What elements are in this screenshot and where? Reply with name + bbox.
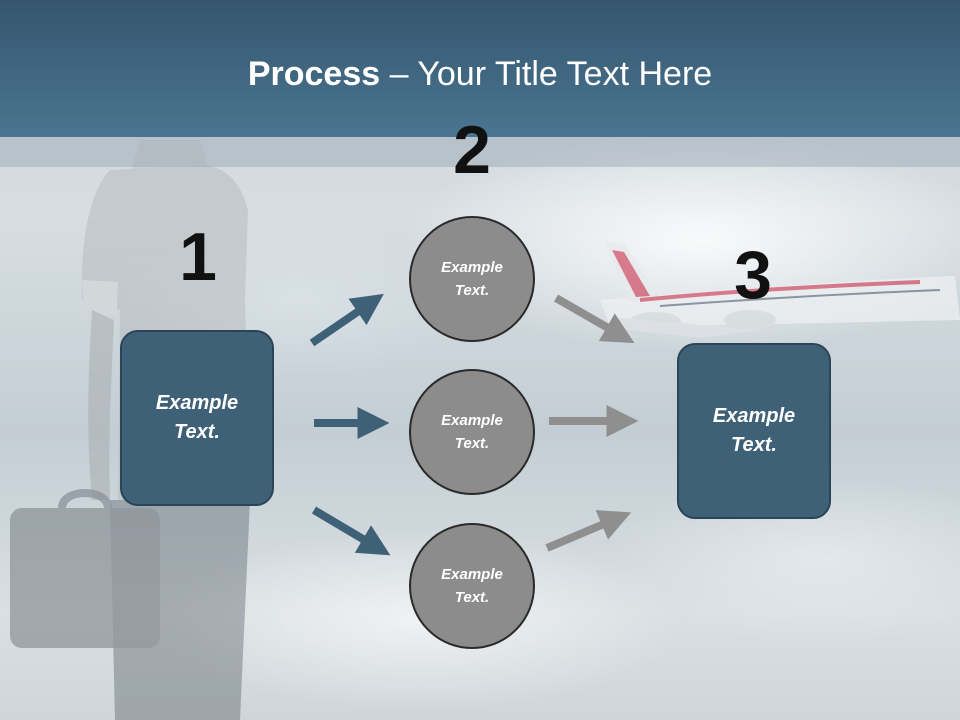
airplane-image	[600, 242, 960, 338]
step-3-box: Example Text.	[677, 343, 831, 519]
circle-1-label: Example Text.	[441, 259, 503, 299]
arrow-to-circle-1	[309, 293, 384, 347]
circle-3: Example Text.	[409, 523, 535, 649]
circle-1: Example Text.	[409, 216, 535, 342]
step-1-label: Example Text.	[155, 392, 239, 443]
arrow-from-circle-3	[545, 510, 632, 552]
step-number-3: 3	[734, 237, 772, 313]
title-bold: Process	[247, 55, 381, 93]
title-rest: – Your Title Text Here	[380, 55, 713, 93]
step-number-1: 1	[179, 219, 217, 295]
slide-title: Process – Your Title Text Here	[0, 52, 960, 96]
circle-2-label: Example Text.	[441, 412, 503, 452]
step-1-box: Example Text.	[120, 330, 274, 506]
arrow-from-circle-1	[554, 294, 635, 344]
circle-3-label: Example Text.	[441, 566, 503, 606]
step-number-2: 2	[453, 112, 491, 188]
arrow-to-circle-3	[311, 506, 391, 556]
header-bar	[0, 0, 960, 137]
header-band	[0, 137, 960, 167]
circle-2: Example Text.	[409, 369, 535, 495]
step-3-label: Example Text.	[712, 405, 796, 456]
